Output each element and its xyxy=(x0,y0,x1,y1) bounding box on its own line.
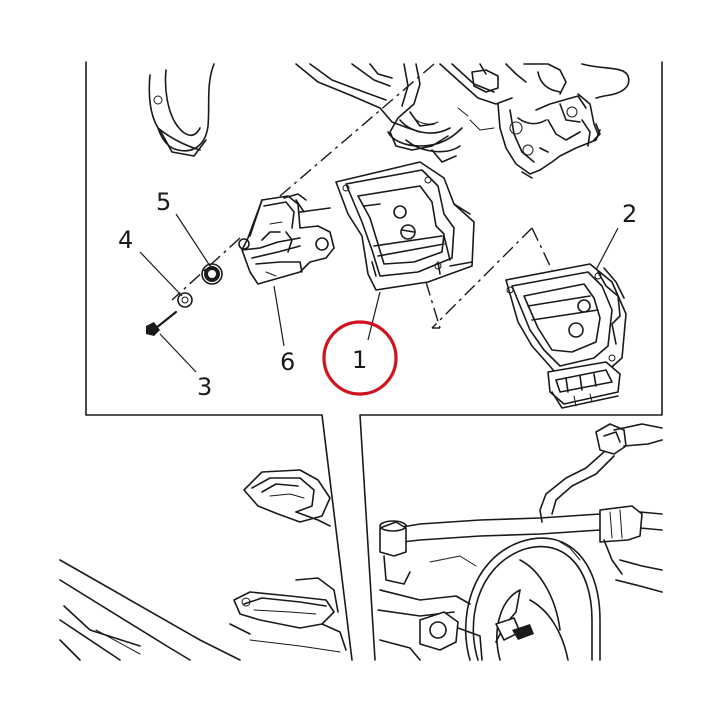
callout-leaders xyxy=(139,213,619,373)
callout-1-label: 1 xyxy=(352,346,367,374)
panel-frames xyxy=(85,61,663,661)
vehicle-frame-upper xyxy=(148,63,630,179)
part-2-control-module xyxy=(505,263,627,409)
callout-5-label: 5 xyxy=(156,188,171,216)
callout-6-label: 6 xyxy=(280,348,295,376)
callout-2-label: 2 xyxy=(622,200,637,228)
callout-labels: 1 2 3 4 5 6 xyxy=(118,188,637,401)
callout-4-label: 4 xyxy=(118,226,133,254)
callout-1-highlight-ring xyxy=(322,320,398,396)
main-panel-frame-right xyxy=(359,61,663,661)
lower-right-handlebar-view xyxy=(377,423,663,661)
lower-left-vehicle-view xyxy=(59,469,347,661)
part-1-module-bracket xyxy=(335,161,475,291)
part-3-bolt xyxy=(146,310,178,336)
part-6-sensor-bracket xyxy=(238,193,335,285)
part-4-washer xyxy=(177,292,193,308)
main-panel-frame-left xyxy=(85,61,353,661)
part-5-grommet xyxy=(201,263,223,285)
callout-3-label: 3 xyxy=(197,373,212,401)
